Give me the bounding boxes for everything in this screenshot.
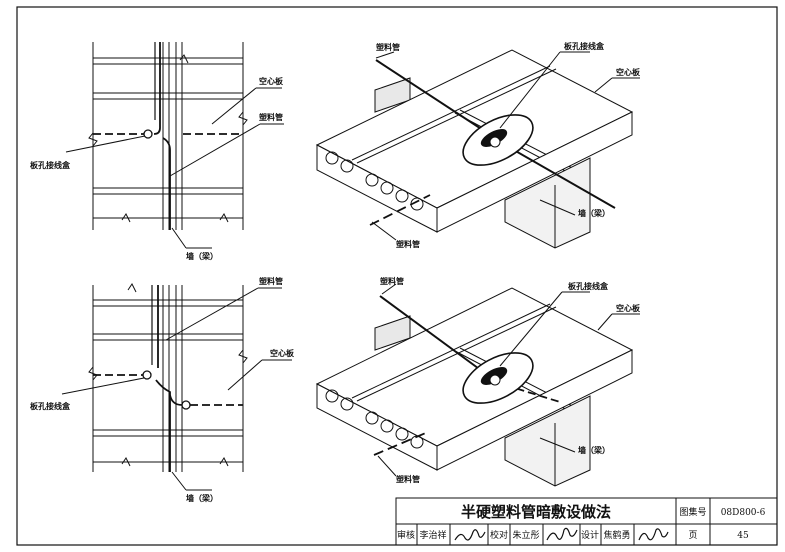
label-plastic-pipe-4: 塑料管 [396,239,420,249]
label-wall-beam-3: 墙（梁） [578,208,610,218]
label-plastic-pipe-1: 塑料管 [259,112,283,122]
check-label: 校对 [490,529,508,541]
atlas-label: 图集号 [679,506,706,518]
label-hollow-slab-3: 空心板 [616,67,641,77]
label-wall-beam-1: 墙（梁） [186,251,218,261]
label-junction-box-3: 板孔接线盒 [564,41,605,51]
label-hollow-slab-1: 空心板 [259,76,284,86]
plan-view-top [65,42,284,249]
reviewer-name: 李治祥 [419,529,446,541]
label-junction-box-2: 板孔接线盒 [30,401,71,411]
label-wall-beam-2: 墙（梁） [186,493,218,503]
label-junction-box-1: 板孔接线盒 [30,160,71,170]
label-junction-box-4: 板孔接线盒 [568,281,609,291]
design-label: 设计 [581,529,599,541]
reviewer-signature [454,529,486,541]
designer-signature [638,528,669,541]
label-plastic-pipe-2: 塑料管 [259,276,283,286]
label-plastic-pipe-5: 塑料管 [380,276,404,286]
title-block [395,497,778,546]
review-label: 审核 [397,529,415,541]
plan-view-bottom [61,283,292,491]
isometric-view-top [315,49,640,249]
page-number: 45 [737,531,749,541]
label-plastic-pipe-3: 塑料管 [376,42,400,52]
label-plastic-pipe-6: 塑料管 [396,474,420,484]
isometric-view-bottom [315,283,640,487]
atlas-number: 08D800-6 [721,508,766,518]
page-label: 页 [688,530,697,541]
label-hollow-slab-2: 空心板 [270,348,295,358]
label-wall-beam-4: 墙（梁） [578,445,610,455]
designer-name: 焦鹤勇 [603,529,630,541]
drawing-title: 半硬塑料管暗敷设做法 [461,503,611,521]
checker-name: 朱立彤 [512,529,539,541]
checker-signature [546,527,578,541]
label-hollow-slab-4: 空心板 [616,303,641,313]
